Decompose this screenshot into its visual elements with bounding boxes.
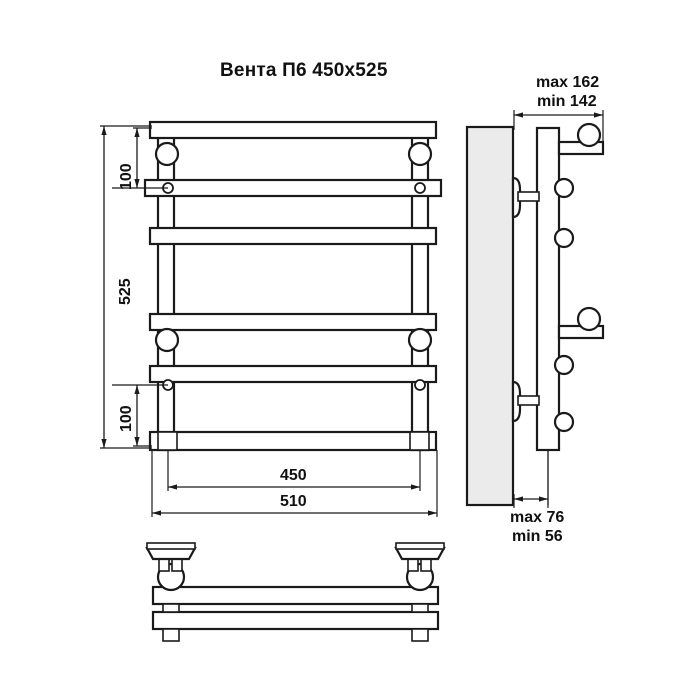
side-flange-top: [511, 176, 522, 219]
plan-connector-right: [411, 603, 429, 613]
dim-label-depth-bottom-min: min 56: [512, 528, 563, 545]
dim-label-depth-bottom-max: max 76: [510, 509, 565, 526]
side-rung-circle-3: [553, 354, 575, 376]
dim-height-total: [100, 125, 152, 449]
front-joint-circle-top-left: [154, 141, 180, 167]
side-rung-circle-1: [553, 177, 575, 199]
side-elevation-view: [465, 122, 605, 507]
front-horizontal-rails: [143, 120, 443, 452]
side-flange-bottom: [511, 380, 522, 423]
front-foot-right: [409, 431, 430, 451]
plan-foot-left: [162, 628, 180, 642]
front-joint-circle-top-right: [407, 141, 433, 167]
side-rung-circle-2: [553, 227, 575, 249]
plan-foot-right: [411, 628, 429, 642]
dim-width-inner: [167, 450, 421, 491]
side-vertical-post: [535, 126, 561, 452]
plan-mount-neck-left-a: [158, 558, 170, 572]
plan-mount-cap-right: [395, 542, 445, 550]
front-post-left: [156, 126, 176, 452]
front-joint-circles: [154, 141, 433, 353]
plan-mount-cap-left: [146, 542, 196, 550]
dimension-lines: [100, 110, 604, 517]
plan-wall-mount-left: [145, 542, 197, 592]
plan-mount-neck-left-b: [171, 558, 183, 572]
dim-depth-top: [513, 110, 604, 142]
front-vertical-posts: [156, 126, 430, 452]
side-neck-top: [517, 191, 540, 202]
front-rail-2: [143, 178, 443, 198]
side-wall-panel: [465, 125, 515, 507]
front-bolt-holes: [162, 182, 426, 391]
dim-label-width-outer: 510: [280, 493, 307, 510]
front-bolt-hole-bottom-right: [414, 379, 426, 391]
plan-rail-front: [151, 585, 440, 606]
side-bracket-arm-top: [557, 122, 605, 156]
dim-height-bottom-segment: [112, 384, 168, 447]
dim-width-outer: [151, 450, 438, 517]
plan-view: [145, 542, 446, 642]
side-arm-bottom-ball: [576, 306, 602, 332]
front-bolt-hole-top-right: [414, 182, 426, 194]
side-arm-top-ball: [576, 122, 602, 148]
front-joint-circle-bottom-right: [407, 327, 433, 353]
plan-mount-neck-right-b: [420, 558, 432, 572]
front-rail-3: [148, 226, 438, 246]
dim-depth-bottom: [513, 450, 549, 508]
plan-rail-back: [151, 610, 440, 631]
page-title: Вента П6 450x525: [220, 60, 388, 81]
dim-label-width-inner: 450: [280, 467, 307, 484]
side-rung-circles: [553, 177, 575, 433]
front-post-right: [410, 126, 430, 452]
dim-height-top-segment: [112, 127, 168, 189]
front-elevation-view: [143, 120, 443, 452]
dim-label-depth-top-min: min 142: [537, 93, 597, 110]
front-rail-4: [148, 312, 438, 332]
front-rail-5: [148, 364, 438, 384]
side-rung-circle-4: [553, 411, 575, 433]
side-neck-bottom: [517, 395, 540, 406]
side-wall-connector-top: [511, 176, 540, 219]
front-rail-6: [148, 430, 438, 452]
side-bracket-arm-bottom: [557, 306, 605, 340]
front-foot-left: [157, 431, 178, 451]
plan-wall-mount-right: [394, 542, 446, 592]
front-joint-circle-bottom-left: [154, 327, 180, 353]
plan-mount-neck-right-a: [407, 558, 419, 572]
plan-connector-left: [162, 603, 180, 613]
side-wall-connector-bottom: [511, 380, 540, 423]
dim-label-depth-top-max: max 162: [536, 74, 600, 91]
front-rail-1: [148, 120, 438, 140]
